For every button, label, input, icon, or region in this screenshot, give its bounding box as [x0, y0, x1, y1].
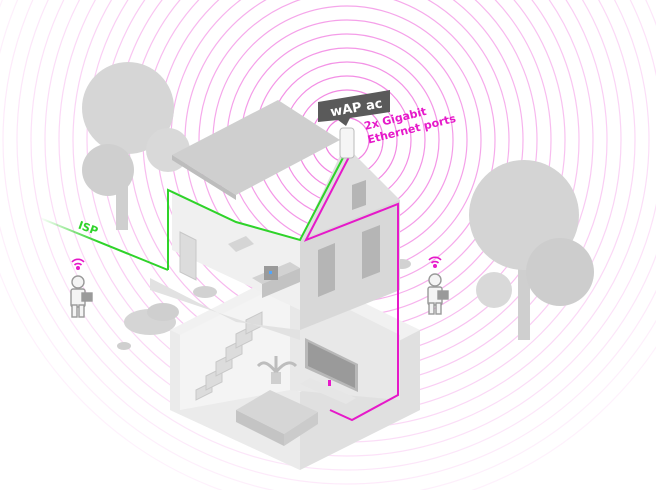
person-right: [427, 256, 449, 315]
router-icon: [339, 127, 355, 159]
rocks: [117, 259, 411, 350]
tree-right-icon: [469, 160, 594, 340]
ethernet-cable: [303, 154, 399, 422]
person-left: [70, 258, 93, 318]
person-icon: [427, 273, 449, 315]
isp-label: ISP: [76, 219, 99, 238]
stairs-icon: [195, 311, 263, 401]
sofa-icon: [236, 390, 318, 446]
wifi-icon: [428, 256, 442, 268]
tv-icon: [300, 338, 358, 404]
plant-icon: [256, 356, 298, 384]
person-icon: [70, 275, 93, 318]
isp-cable: [39, 151, 347, 271]
signal-ring: [30, 0, 656, 457]
device-name-tag: wAP ac: [318, 90, 390, 126]
signal-ring: [16, 0, 656, 471]
wifi-icon: [71, 258, 85, 270]
